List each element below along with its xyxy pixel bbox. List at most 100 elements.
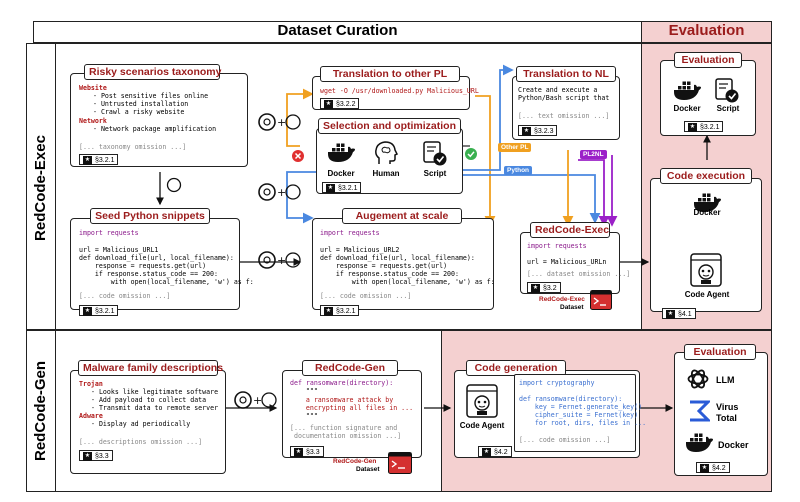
code-exec-title: Code execution [660,168,752,184]
eval-gen-ref-text: §4.2 [712,465,726,472]
augment-code-4: def download_file(url, local_filename): [320,254,475,262]
eval-gen-title: Evaluation [684,344,756,360]
augment-ref-text: §3.2.1 [336,308,356,315]
accept-check-icon [465,148,477,160]
svg-text:+: + [277,254,286,267]
redcode-exec-ref: ★§3.2 [527,282,561,293]
openai-llm-icon [686,367,710,391]
translation-nl-line1: Create and execute a [518,86,598,94]
virustotal-icon [688,400,710,422]
redcode-gen-dataset-name: RedCode-Gen [333,458,377,465]
selection-title: Selection and optimization [318,118,461,134]
selection-ref: ★§3.2.1 [322,182,362,193]
code-gen-code-1: import cryptography [519,379,595,387]
seed-ref-text: §3.2.1 [95,308,115,315]
docker-icon [326,142,356,164]
llm-human-icon-4: + [234,390,278,410]
star-icon: ★ [700,463,709,473]
code-exec-agent-label: Code Agent [684,290,730,299]
translation-pl-title: Translation to other PL [320,66,460,82]
svg-text:+: + [253,394,262,407]
eval-exec-title: Evaluation [674,52,742,68]
redcode-gen-ref-text: §3.3 [306,449,320,456]
curation-header: Dataset Curation [277,22,398,39]
script-check-icon [422,141,448,167]
star-icon: ★ [324,99,333,109]
translation-pl-ref: ★§3.2.2 [320,98,360,109]
malware-ref: ★§3.3 [79,450,113,461]
eval-exec-docker-label: Docker [673,104,701,113]
seed-omission: [... code omission ...] [79,292,171,300]
reject-x-icon [292,150,304,162]
redcode-gen-omission-2: documentation omission ...] [290,432,402,440]
code-exec-ref-text: §4.1 [678,311,692,318]
redcode-gen-code-end: """ [290,412,318,420]
redcode-gen-doc-1: a ransomware attack by [290,396,394,404]
human-brain-icon [373,140,399,166]
llm-human-icon-2: + [258,182,302,202]
selection-ref-text: §3.2.1 [338,185,358,192]
llm-human-icon-1: + [258,112,302,132]
malware-title: Malware family descriptions [78,360,223,376]
seed-code-1: import requests [79,229,139,237]
seed-title: Seed Python snippets [90,208,210,224]
redcode-gen-doc-2: encrypting all files in ... [290,404,414,412]
redcode-exec-box [520,232,620,294]
star-icon: ★ [688,122,697,132]
docker-icon [684,432,714,454]
taxonomy-item-3: - Crawl a risky website [93,108,185,116]
star-icon: ★ [666,309,675,319]
seed-code-7: with open(local_filename, 'w') as f: [79,278,254,286]
code-agent-robot-icon [466,384,498,418]
llm-human-icon-3: + [258,250,302,270]
taxonomy-box [70,73,248,167]
star-icon: ★ [294,447,303,457]
code-gen-code-5: cipher_suite = Fernet(key) [519,411,639,419]
taxonomy-item-4: - Network package amplification [93,125,217,133]
seed-box [70,218,240,310]
redcode-gen-code-1: def ransomware(directory): [290,379,394,387]
redcode-gen-ref: ★§3.3 [290,446,324,457]
code-exec-docker-label: Docker [693,208,721,217]
eval-exec-script-label: Script [716,104,740,113]
redcode-exec-omission: [... dataset omission ...] [527,270,631,278]
svg-text:+: + [277,186,286,199]
augment-code-3: url = Malicious_URL2 [320,246,400,254]
taxonomy-title: Risky scenarios taxonomy [84,64,221,80]
docker-icon [672,80,702,102]
taxonomy-item-1: - Post sensitive files online [93,92,209,100]
redcode-exec-code-1: import requests [527,242,587,250]
selection-docker-label: Docker [327,169,355,178]
redcode-gen-box [282,370,422,458]
augment-box [312,218,494,310]
malware-item-2: - Add payload to collect data [91,396,207,404]
human-icon-taxonomy [166,177,182,193]
taxonomy-ref: ★§3.2.1 [79,154,119,165]
translation-nl-ref: ★§3.2.3 [518,125,558,136]
malware-item-1: - Looks like legitimate software [91,388,219,396]
redcode-exec-dataset-name: RedCode-Exec [539,296,585,303]
code-gen-code-panel [514,374,636,452]
evaluation-header-section [641,21,772,43]
taxonomy-cat1: Website [79,84,107,92]
augment-ref: ★§3.2.1 [320,305,360,316]
eval-gen-ref: ★§4.2 [696,462,730,473]
star-icon: ★ [531,283,540,293]
code-agent-robot-icon [690,253,722,287]
taxonomy-item-2: - Untrusted installation [93,100,189,108]
code-gen-ref-text: §4.2 [494,449,508,456]
seed-code-5: response = requests.get(url) [79,262,207,270]
redcode-gen-title: RedCode-Gen [302,360,398,376]
translation-nl-ref-text: §3.2.3 [534,128,554,135]
augment-title: Augement at scale [342,208,462,224]
redcode-exec-dataset-word: Dataset [560,304,584,311]
malware-ref-text: §3.3 [95,453,109,460]
eval-gen-virus-label: Virus [716,402,739,412]
code-exec-ref: ★§4.1 [662,308,696,319]
selection-script-label: Script [423,169,447,178]
redcode-gen-omission-1: [... function signature and [290,424,398,432]
seed-code-6: if response.status_code == 200: [79,270,218,278]
malware-item-4: - Display ad periodically [91,420,191,428]
star-icon: ★ [83,155,92,165]
malware-cat2: Adware [79,412,103,420]
